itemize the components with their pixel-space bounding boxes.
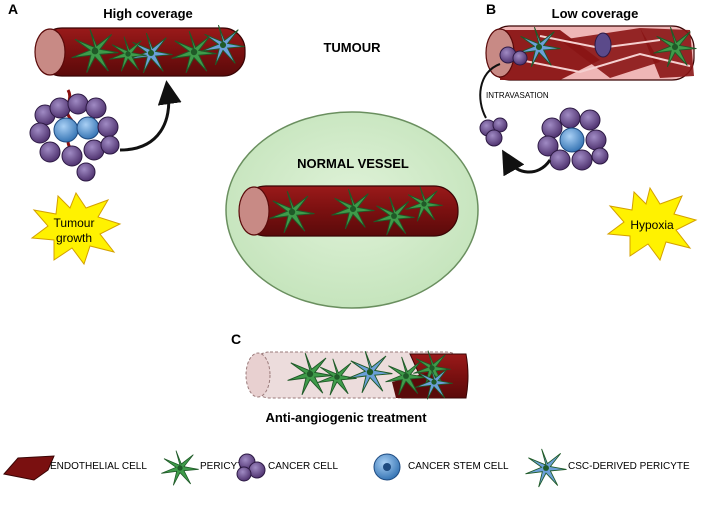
legend-stem-label: CANCER STEM CELL [408,461,509,472]
panel-a: A High coverage [8,1,246,266]
legend-item-csc-pericyte: CSC-DERIVED PERICYTE [525,448,690,488]
legend-item-pericyte: PERICYTE [160,450,250,486]
csc-pericyte-icon [525,448,567,488]
legend-endothelial-label: ENDOTHELIAL CELL [50,461,147,472]
center-region: TUMOUR NORMAL VESSEL [225,40,479,309]
high-coverage-vessel [34,24,246,77]
panel-a-letter: A [8,1,18,17]
tumour-mass-b [537,107,609,171]
spread-arrow [502,149,552,177]
growth-arrow [119,80,182,152]
endothelial-cell-icon [3,455,55,481]
low-coverage-vessel [485,25,697,81]
hypoxia-label: Hypoxia [630,218,674,232]
legend-csc-pericyte-label: CSC-DERIVED PERICYTE [568,461,690,472]
intravasation-line [479,63,501,119]
burst-line-2: growth [56,231,92,245]
legend-item-endothelial: ENDOTHELIAL CELL [3,455,147,481]
panel-b: B Low coverage INTRAVASATION [479,1,698,262]
legend-cancer-label: CANCER CELL [268,461,338,472]
panel-b-letter: B [486,1,496,17]
panel-a-title: High coverage [103,6,193,21]
tumour-growth-burst: Tumour growth [30,191,122,266]
legend-item-stem-cell: CANCER STEM CELL [373,453,509,481]
legend-item-cancer-cell: CANCER CELL [236,453,338,482]
intravasation-label: INTRAVASATION [486,91,549,100]
small-tumour-cluster [479,117,508,147]
panel-b-title: Low coverage [552,6,639,21]
legend-pericyte-label: PERICYTE [200,461,250,472]
panel-c-caption: Anti-angiogenic treatment [265,410,427,425]
normal-vessel-label: NORMAL VESSEL [297,156,409,171]
hypoxia-burst: Hypoxia [606,186,698,262]
panel-c-letter: C [231,331,241,347]
tumour-mass-a [29,89,120,182]
pericyte-icon [160,450,200,486]
normal-vessel [238,185,459,237]
legend: ENDOTHELIAL CELL PERICYTE CANCER CELL CA… [3,448,690,488]
panel-c: C Anti-angiogenic treatment [231,331,469,425]
treated-vessel [245,350,469,400]
burst-line-1: Tumour [54,216,95,230]
tumour-label: TUMOUR [323,40,381,55]
